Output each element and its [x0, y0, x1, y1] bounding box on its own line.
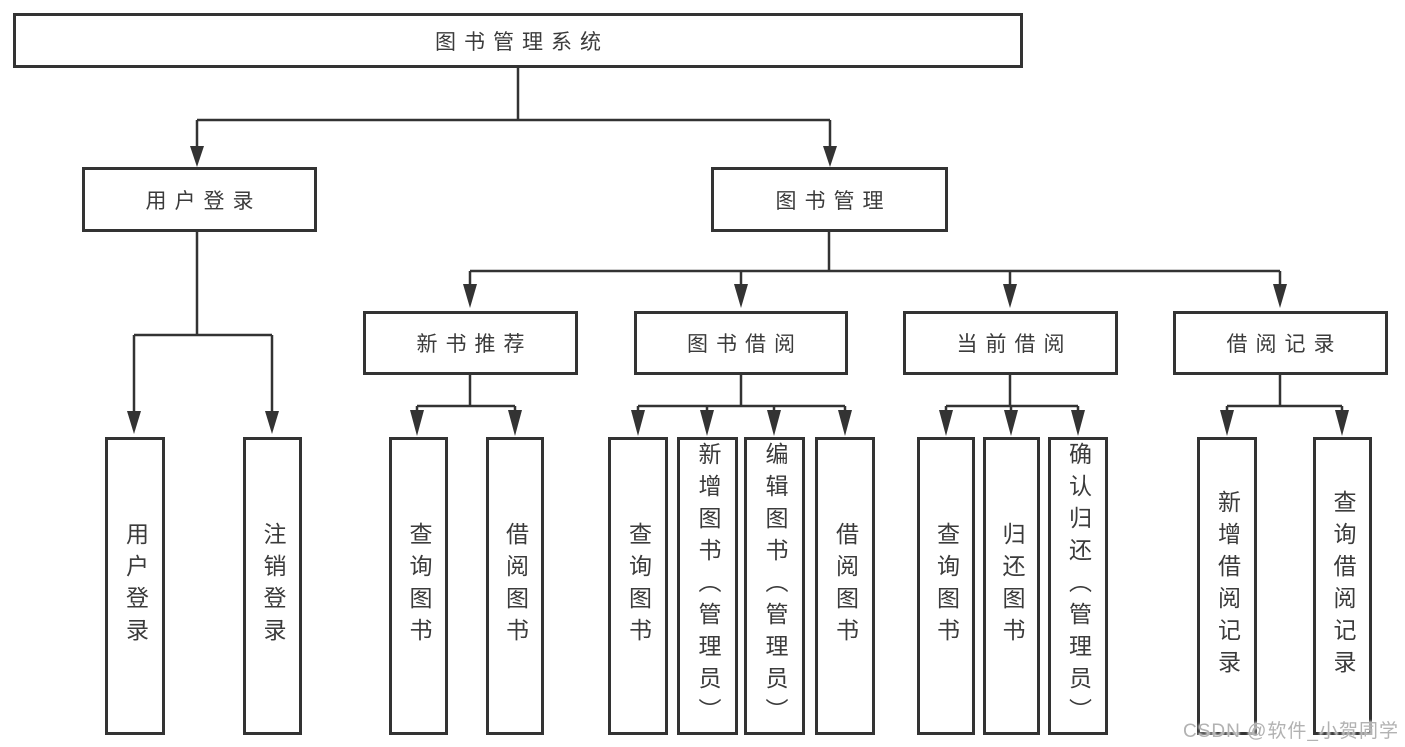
node-leaf-user-login-label: 用户登录	[122, 522, 149, 650]
node-leaf-confirm-return-admin: 确认归还（管理员）	[1048, 437, 1108, 735]
node-current-borrowing: 当前借阅	[903, 311, 1118, 375]
node-leaf-add-books-admin: 新增图书（管理员）	[677, 437, 738, 735]
node-leaf-logout: 注销登录	[243, 437, 302, 735]
node-leaf-user-login: 用户登录	[105, 437, 165, 735]
node-leaf-confirm-return-admin-label: 确认归还（管理员）	[1065, 442, 1092, 730]
node-leaf-return-books-label: 归还图书	[999, 522, 1025, 650]
node-leaf-query-books-2-label: 查询图书	[625, 522, 652, 650]
node-leaf-query-borrow-record: 查询借阅记录	[1313, 437, 1372, 735]
node-leaf-edit-books-admin-label: 编辑图书（管理员）	[762, 442, 788, 730]
watermark: CSDN @软件_小贺同学	[1183, 721, 1399, 742]
node-leaf-borrow-books-1: 借阅图书	[486, 437, 544, 735]
node-leaf-edit-books-admin: 编辑图书（管理员）	[744, 437, 805, 735]
node-book-management-system: 图书管理系统	[13, 13, 1023, 68]
node-leaf-query-books-1: 查询图书	[389, 437, 448, 735]
node-leaf-query-books-2: 查询图书	[608, 437, 668, 735]
node-leaf-borrow-books-1-label: 借阅图书	[502, 522, 529, 650]
node-leaf-borrow-books-2: 借阅图书	[815, 437, 875, 735]
node-leaf-query-borrow-record-label: 查询借阅记录	[1330, 490, 1356, 682]
node-user-login: 用户登录	[82, 167, 317, 232]
node-book-borrowing: 图书借阅	[634, 311, 848, 375]
node-leaf-logout-label: 注销登录	[260, 522, 286, 650]
node-leaf-add-borrow-record-label: 新增借阅记录	[1214, 490, 1241, 682]
node-leaf-return-books: 归还图书	[983, 437, 1040, 735]
node-book-management: 图书管理	[711, 167, 948, 232]
node-leaf-query-books-3: 查询图书	[917, 437, 975, 735]
node-leaf-query-books-3-label: 查询图书	[933, 522, 960, 650]
node-leaf-borrow-books-2-label: 借阅图书	[832, 522, 859, 650]
node-leaf-query-books-1-label: 查询图书	[406, 522, 432, 650]
node-leaf-add-borrow-record: 新增借阅记录	[1197, 437, 1257, 735]
node-leaf-add-books-admin-label: 新增图书（管理员）	[695, 442, 721, 730]
node-borrowing-records: 借阅记录	[1173, 311, 1388, 375]
node-new-book-recommendation: 新书推荐	[363, 311, 578, 375]
